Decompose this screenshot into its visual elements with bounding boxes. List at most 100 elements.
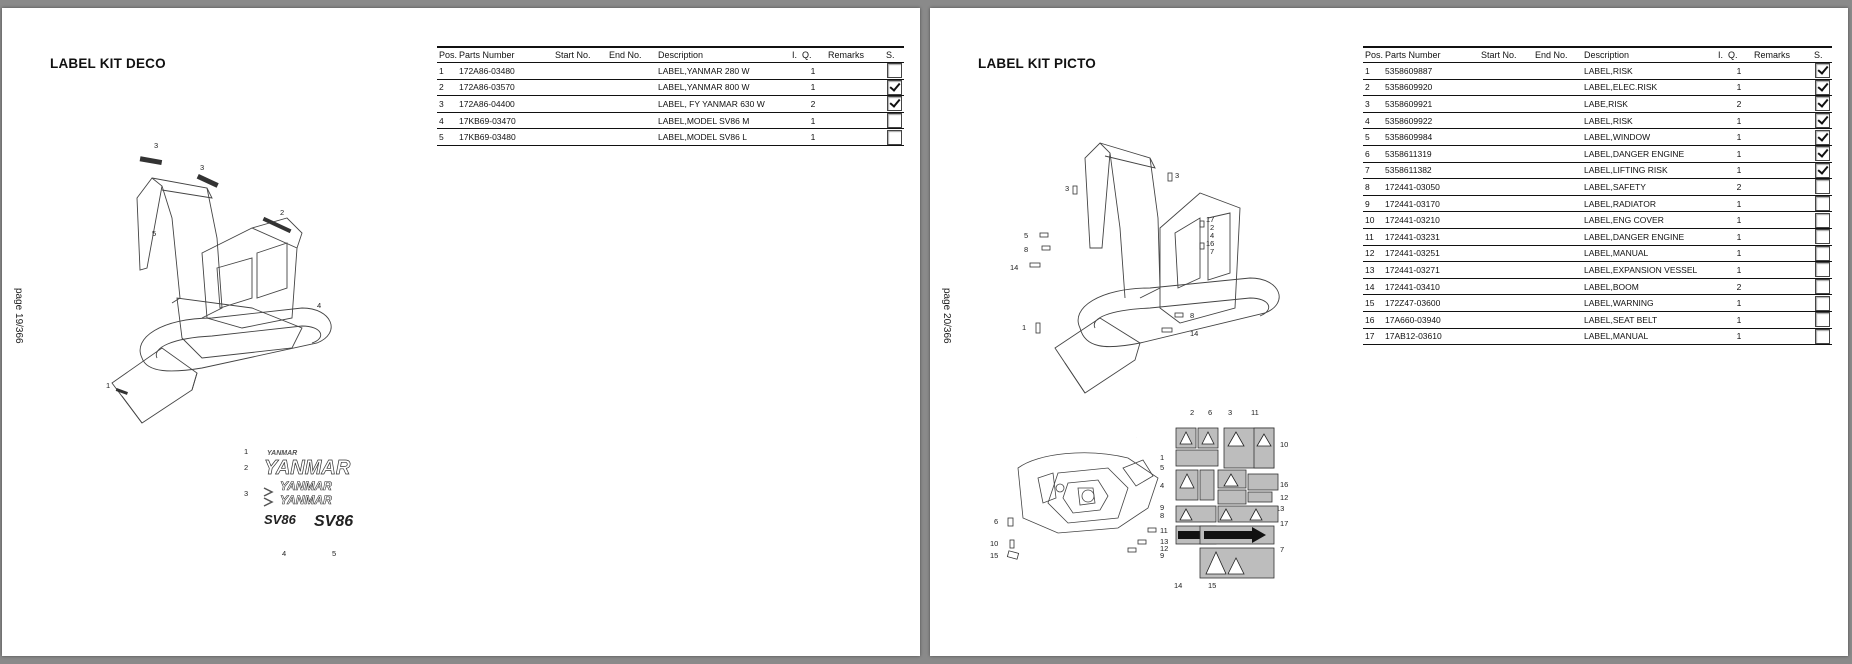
header-end-no: End No.: [1535, 50, 1568, 60]
pictogram-decal-sheet: 2 6 3 11 10 1 5 4 16 12 9 8 13 17 7 14 1…: [1136, 407, 1288, 590]
svg-text:1: 1: [1160, 453, 1164, 462]
cell-parts-number: 172A86-03570: [459, 82, 515, 93]
cell-start-no: [1479, 63, 1533, 80]
svg-text:17: 17: [1206, 215, 1214, 224]
cell-parts-number: 172441-03231: [1385, 231, 1440, 242]
cell-remarks: [1752, 328, 1812, 345]
cell-qty: 2: [1736, 281, 1742, 292]
cell-parts-number: 172441-03170: [1385, 198, 1440, 209]
cell-select: [884, 129, 904, 146]
select-checkbox[interactable]: [886, 113, 902, 129]
cell-start-no: [553, 96, 607, 113]
page-title: LABEL KIT DECO: [50, 56, 166, 71]
cell-start-no: [1479, 162, 1533, 179]
cell-parts-number: 172Z47-03600: [1385, 298, 1441, 309]
cell-end-no: [1533, 278, 1582, 295]
cell-start-no: [1479, 129, 1533, 146]
sv86-model-logo-m: SV86: [264, 512, 297, 527]
select-checkbox[interactable]: [886, 129, 902, 145]
svg-text:4: 4: [1160, 481, 1164, 490]
cell-select: [1812, 162, 1832, 179]
cell-pos: 14: [1365, 281, 1375, 292]
select-checkbox[interactable]: [1814, 312, 1830, 328]
cell-end-no: [1533, 212, 1582, 229]
svg-text:3: 3: [200, 163, 204, 172]
page-number: page 20/366: [941, 288, 952, 344]
cell-qty: 1: [1736, 82, 1742, 93]
cell-start-no: [553, 112, 607, 129]
cell-start-no: [1479, 245, 1533, 262]
select-checkbox[interactable]: [1814, 63, 1830, 79]
cell-description: LABEL,YANMAR 280 W: [658, 65, 750, 76]
select-checkbox[interactable]: [1814, 79, 1830, 95]
cell-qty: 1: [1736, 231, 1742, 242]
select-checkbox[interactable]: [886, 63, 902, 79]
cell-end-no: [607, 112, 656, 129]
excavator-drawing: 3 3 2 5 4 1: [106, 141, 332, 424]
yanmar-medium-logo-2: YANMAR: [280, 493, 332, 507]
header-remarks: Remarks: [828, 50, 865, 60]
cell-description: LABEL,RISK: [1584, 115, 1633, 126]
select-checkbox[interactable]: [1814, 129, 1830, 145]
select-checkbox[interactable]: [1814, 229, 1830, 245]
svg-text:8: 8: [1160, 511, 1164, 520]
page-title: LABEL KIT PICTO: [978, 56, 1097, 71]
yanmar-small-logo: YANMAR: [267, 450, 297, 457]
select-checkbox[interactable]: [1814, 328, 1830, 344]
cell-qty: 1: [1736, 115, 1742, 126]
cell-select: [1812, 295, 1832, 312]
select-checkbox[interactable]: [886, 96, 902, 112]
cell-description: LABEL,WINDOW: [1584, 132, 1651, 143]
cell-i: [1716, 328, 1726, 345]
select-checkbox[interactable]: [1814, 162, 1830, 178]
cell-end-no: [1533, 295, 1582, 312]
select-checkbox[interactable]: [1814, 96, 1830, 112]
cell-i: [1716, 162, 1726, 179]
cell-description: LABEL,DANGER ENGINE: [1584, 231, 1685, 242]
cell-qty: 1: [1736, 264, 1742, 275]
cell-description: LABEL,ENG COVER: [1584, 215, 1664, 226]
excavator-drawing: 3 3 5 8 14 1 17 2 4 16 7 8 14: [1010, 142, 1280, 394]
select-checkbox[interactable]: [1814, 279, 1830, 295]
cell-i: [1716, 311, 1726, 328]
cell-i: [1716, 278, 1726, 295]
cell-start-no: [1479, 212, 1533, 229]
select-checkbox[interactable]: [1814, 262, 1830, 278]
cell-qty: 2: [810, 98, 816, 109]
cell-description: LABEL,MODEL SV86 M: [658, 115, 750, 126]
cell-i: [1716, 179, 1726, 196]
document-page-right: LABEL KIT PICTO page 20/366 Pos. Parts N…: [930, 8, 1848, 656]
cell-qty: 1: [810, 115, 816, 126]
select-checkbox[interactable]: [1814, 295, 1830, 311]
select-checkbox[interactable]: [1814, 179, 1830, 195]
svg-text:11: 11: [1160, 526, 1168, 535]
select-checkbox[interactable]: [1814, 245, 1830, 261]
cell-qty: 1: [1736, 148, 1742, 159]
cell-start-no: [1479, 145, 1533, 162]
header-select: S.: [886, 50, 895, 60]
header-start-no: Start No.: [1481, 50, 1517, 60]
cell-remarks: [826, 79, 884, 96]
select-checkbox[interactable]: [1814, 113, 1830, 129]
cell-select: [1812, 79, 1832, 96]
parts-table: Pos. Parts Number Start No. End No. Desc…: [437, 46, 904, 146]
select-checkbox[interactable]: [1814, 196, 1830, 212]
select-checkbox[interactable]: [1814, 146, 1830, 162]
svg-text:1: 1: [106, 381, 110, 390]
select-checkbox[interactable]: [1814, 212, 1830, 228]
sv86-model-logo-l: SV86: [314, 513, 353, 530]
svg-text:7: 7: [1280, 545, 1284, 554]
svg-text:5: 5: [1024, 231, 1028, 240]
header-select: S.: [1814, 50, 1823, 60]
header-pos: Pos.: [439, 50, 457, 60]
cell-select: [1812, 278, 1832, 295]
select-checkbox[interactable]: [886, 79, 902, 95]
decal-set: 1 2 3 4 5 YANMAR YANMAR YANMAR YANMAR SV…: [244, 447, 353, 558]
